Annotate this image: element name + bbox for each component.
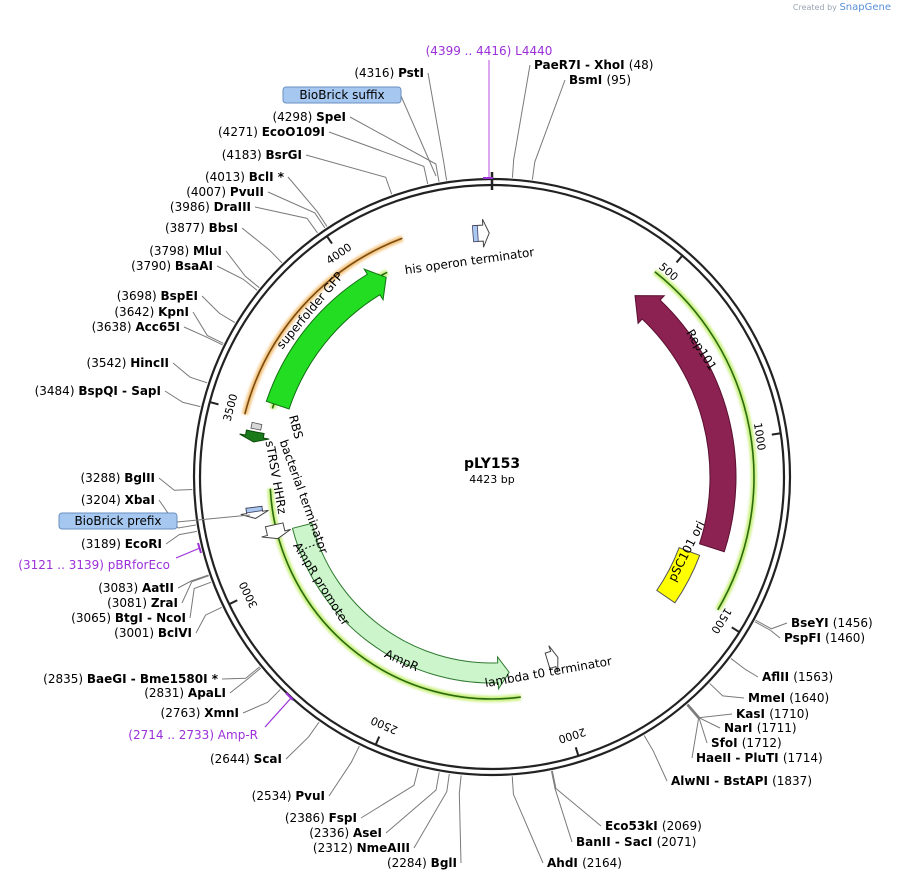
- plasmid-length: 4423 bp: [469, 473, 514, 486]
- feature-rbs: [239, 429, 270, 443]
- feature-ampr: [291, 522, 510, 691]
- site-label: (2284) BglI: [387, 856, 457, 870]
- feature-psc101-ori: [656, 547, 701, 604]
- biobrick-arc: [244, 237, 403, 415]
- boxed-label-bg: [282, 86, 402, 104]
- tick-label: 3500: [221, 392, 241, 422]
- snapgene-brand: Created by SnapGene: [792, 2, 891, 13]
- boxed-label-bg: [58, 512, 178, 530]
- site-label: MmeI (1640): [748, 691, 829, 705]
- site-label: BanII - SacI (2071): [576, 835, 696, 849]
- site-label: PaeR7I - XhoI (48): [534, 58, 653, 72]
- site-label: AhdI (2164): [547, 856, 622, 870]
- site-label: (3790) BsaAI: [131, 259, 213, 273]
- site-label: (3638) Acc65I: [92, 320, 180, 334]
- site-label: (2831) ApaLI: [144, 686, 226, 700]
- site-label: (3204) XbaI: [81, 493, 155, 507]
- primer-markers: [175, 60, 493, 728]
- strand-arc: [654, 271, 755, 611]
- site-label: (4298) SpeI: [272, 110, 346, 124]
- site-label: (3484) BspQI - SapI: [35, 384, 161, 398]
- biobrick-prefix-label: BioBrick prefix: [74, 514, 161, 528]
- site-label: (2386) FspI: [285, 811, 357, 825]
- site-label: (3877) BbsI: [165, 221, 238, 235]
- site-labels: (4316) PstI (4298) SpeI(4271) EcoO109I (41…: [18, 44, 872, 870]
- feature-rep101: [634, 295, 737, 553]
- site-label: (3642) KpnI: [114, 305, 189, 319]
- feature-strsv-hhrz: [250, 421, 263, 431]
- site-label: BseYI (1456): [791, 616, 873, 630]
- site-label: (3189) EcoRI: [81, 537, 162, 551]
- site-label: (2835) BaeGI - Bme1580I *: [43, 672, 219, 686]
- site-label: (3001) BclVI: [114, 626, 192, 640]
- site-label: (3065) BtgI - NcoI: [71, 611, 186, 625]
- site-label: (3083) AatII: [98, 581, 174, 595]
- site-label: (4271) EcoO109I: [218, 125, 325, 139]
- primer-ampr-line: [264, 696, 293, 728]
- site-label: AflII (1563): [762, 670, 833, 684]
- site-label: PspFI (1460): [784, 631, 865, 645]
- primer-pbrforeco-mark: [197, 542, 202, 554]
- plasmid-name: pLY153: [464, 456, 520, 472]
- site-label: (2312) NmeAIII: [313, 841, 410, 855]
- feature-superfolder-gfp: [265, 268, 387, 410]
- site-label: AlwNI - BstAPI (1837): [671, 774, 812, 788]
- tick-label: 1000: [751, 422, 768, 452]
- tick-label: 2000: [557, 725, 588, 746]
- site-label: Eco53kI (2069): [605, 819, 702, 833]
- site-label: (3542) HincII: [87, 356, 169, 370]
- site-label: (3288) BglII: [81, 471, 156, 485]
- site-label: (3081) ZraI: [107, 596, 178, 610]
- primer-label: (2714 .. 2733) Amp-R: [128, 728, 258, 742]
- tick-label: 2500: [369, 714, 400, 737]
- biobrick-suffix-label: BioBrick suffix: [299, 88, 384, 102]
- site-label: (4183) BsrGI: [222, 148, 302, 162]
- primer-pbrforeco-line: [175, 547, 201, 559]
- tick-label: 1500: [708, 605, 734, 636]
- site-label: (4316) PstI: [354, 66, 424, 80]
- site-label: BsmI (95): [569, 73, 631, 87]
- site-label: (4007) PvuII: [186, 185, 264, 199]
- site-label: (3798) MluI: [149, 244, 222, 258]
- site-label: SfoI (1712): [711, 736, 782, 750]
- tick-label: 3000: [237, 579, 261, 610]
- primer-ampr-mark: [285, 692, 294, 701]
- site-label: NarI (1711): [724, 721, 797, 735]
- site-label: (2644) ScaI: [210, 752, 282, 766]
- label-his-operon-terminator: his operon terminator: [404, 245, 535, 277]
- strand-arc: [269, 488, 521, 700]
- site-label: (2763) XmnI: [161, 706, 239, 720]
- site-label: (2336) AseI: [309, 826, 382, 840]
- site-leaders: [158, 64, 788, 864]
- feature-ampr-promoter: [261, 522, 291, 540]
- site-label: (4013) BclI *: [205, 170, 285, 184]
- feature-lambda-t0-terminator: [544, 645, 559, 673]
- site-label: (3698) BspEI: [117, 289, 198, 303]
- site-label: (3986) DraIII: [170, 200, 251, 214]
- site-label: HaeII - PluTI (1714): [696, 751, 823, 765]
- primer-label: (4399 .. 4416) L4440: [426, 44, 553, 58]
- site-label: KasI (1710): [736, 707, 809, 721]
- primer-label: (3121 .. 3139) pBRforEco: [18, 558, 170, 572]
- label-rbs: RBS: [286, 414, 306, 441]
- site-label: (2534) PvuI: [252, 789, 325, 803]
